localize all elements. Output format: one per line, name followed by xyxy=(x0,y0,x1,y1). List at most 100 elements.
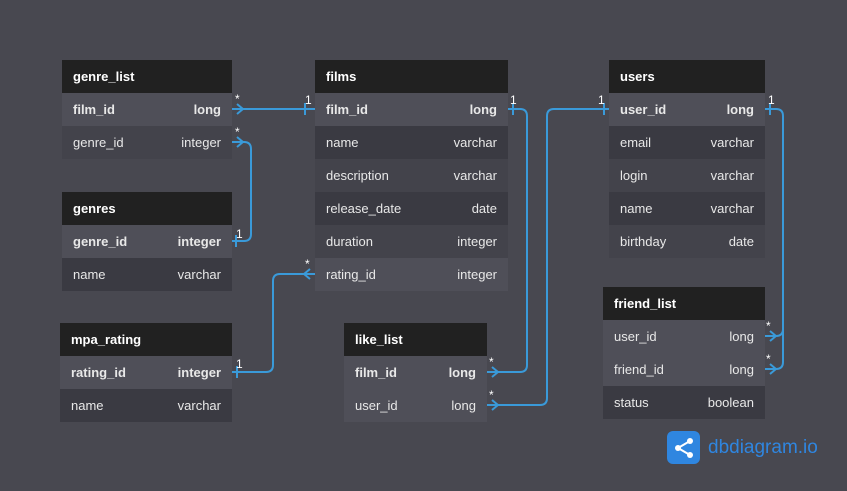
table-row[interactable]: friend_id long xyxy=(603,353,765,386)
one-marker: 1 xyxy=(510,93,517,107)
column-type: date xyxy=(471,201,497,216)
column-type: integer xyxy=(177,365,221,380)
column-type: varchar xyxy=(710,135,754,150)
column-name: rating_id xyxy=(71,365,126,380)
one-marker: 1 xyxy=(305,93,312,107)
link-genre-list-genres xyxy=(232,141,252,242)
column-name: user_id xyxy=(620,102,667,117)
column-type: long xyxy=(448,365,476,380)
table-row[interactable]: film_id long xyxy=(344,356,487,389)
link-users-friend-list xyxy=(765,108,784,337)
many-marker: * xyxy=(766,319,771,333)
column-type: long xyxy=(193,102,221,117)
column-name: login xyxy=(620,168,648,183)
many-marker: * xyxy=(489,355,494,369)
table-title[interactable]: genres xyxy=(62,192,232,225)
table-mpa-rating[interactable]: mpa_rating rating_id integer name varcha… xyxy=(60,323,232,422)
column-name: rating_id xyxy=(326,267,376,282)
table-row[interactable]: status boolean xyxy=(603,386,765,419)
column-type: varchar xyxy=(453,168,497,183)
column-name: duration xyxy=(326,234,373,249)
table-like-list[interactable]: like_list film_id long user_id long xyxy=(344,323,487,422)
table-row[interactable]: name varchar xyxy=(609,192,765,225)
table-title[interactable]: mpa_rating xyxy=(60,323,232,356)
one-marker: 1 xyxy=(768,93,775,107)
table-row[interactable]: name varchar xyxy=(315,126,508,159)
table-row[interactable]: film_id long xyxy=(62,93,232,126)
column-type: date xyxy=(728,234,754,249)
table-row[interactable]: genre_id integer xyxy=(62,126,232,159)
table-row[interactable]: description varchar xyxy=(315,159,508,192)
one-marker: 1 xyxy=(236,227,243,241)
column-name: email xyxy=(620,135,652,150)
many-marker: * xyxy=(235,125,240,139)
column-name: birthday xyxy=(620,234,667,249)
share-icon xyxy=(667,431,700,464)
table-films[interactable]: films film_id long name varchar descript… xyxy=(315,60,508,291)
column-type: long xyxy=(451,398,476,413)
many-marker: * xyxy=(235,92,240,106)
column-type: varchar xyxy=(710,201,754,216)
table-row[interactable]: login varchar xyxy=(609,159,765,192)
column-type: long xyxy=(729,329,754,344)
column-name: name xyxy=(73,267,106,282)
table-row[interactable]: duration integer xyxy=(315,225,508,258)
column-type: varchar xyxy=(177,267,221,282)
many-marker: * xyxy=(766,352,771,366)
column-type: varchar xyxy=(177,398,221,413)
link-users-friend-list-friend xyxy=(765,320,784,370)
table-row[interactable]: genre_id integer xyxy=(62,225,232,258)
table-title[interactable]: like_list xyxy=(344,323,487,356)
table-users[interactable]: users user_id long email varchar login v… xyxy=(609,60,765,258)
column-name: user_id xyxy=(614,329,657,344)
table-row[interactable]: rating_id integer xyxy=(315,258,508,291)
table-genres[interactable]: genres genre_id integer name varchar xyxy=(62,192,232,291)
table-row[interactable]: user_id long xyxy=(609,93,765,126)
column-type: integer xyxy=(177,234,221,249)
table-row[interactable]: rating_id integer xyxy=(60,356,232,389)
table-title[interactable]: users xyxy=(609,60,765,93)
column-name: release_date xyxy=(326,201,402,216)
column-type: integer xyxy=(457,234,497,249)
link-mpa-rating-films xyxy=(232,273,315,373)
column-name: name xyxy=(620,201,653,216)
table-friend-list[interactable]: friend_list user_id long friend_id long … xyxy=(603,287,765,419)
one-marker: 1 xyxy=(598,93,605,107)
table-row[interactable]: name varchar xyxy=(62,258,232,291)
column-name: film_id xyxy=(73,102,115,117)
table-title[interactable]: friend_list xyxy=(603,287,765,320)
column-type: varchar xyxy=(453,135,497,150)
brand-logo[interactable]: dbdiagram.io xyxy=(667,431,818,464)
table-row[interactable]: user_id long xyxy=(603,320,765,353)
column-name: genre_id xyxy=(73,234,128,249)
column-type: integer xyxy=(457,267,497,282)
column-name: film_id xyxy=(355,365,397,380)
table-genre-list[interactable]: genre_list film_id long genre_id integer xyxy=(62,60,232,159)
column-name: status xyxy=(614,395,649,410)
column-name: genre_id xyxy=(73,135,124,150)
column-name: user_id xyxy=(355,398,398,413)
table-row[interactable]: release_date date xyxy=(315,192,508,225)
column-type: varchar xyxy=(710,168,754,183)
link-films-like-list xyxy=(487,108,528,373)
column-name: name xyxy=(71,398,104,413)
one-marker: 1 xyxy=(236,357,243,371)
table-row[interactable]: film_id long xyxy=(315,93,508,126)
brand-name: dbdiagram.io xyxy=(708,436,818,458)
column-type: long xyxy=(469,102,497,117)
column-type: boolean xyxy=(707,395,754,410)
table-row[interactable]: user_id long xyxy=(344,389,487,422)
table-row[interactable]: birthday date xyxy=(609,225,765,258)
column-type: long xyxy=(729,362,754,377)
column-name: name xyxy=(326,135,359,150)
table-title[interactable]: films xyxy=(315,60,508,93)
table-row[interactable]: name varchar xyxy=(60,389,232,422)
many-marker: * xyxy=(489,388,494,402)
column-name: film_id xyxy=(326,102,368,117)
column-type: long xyxy=(726,102,754,117)
column-name: friend_id xyxy=(614,362,664,377)
column-type: integer xyxy=(181,135,221,150)
table-title[interactable]: genre_list xyxy=(62,60,232,93)
table-row[interactable]: email varchar xyxy=(609,126,765,159)
